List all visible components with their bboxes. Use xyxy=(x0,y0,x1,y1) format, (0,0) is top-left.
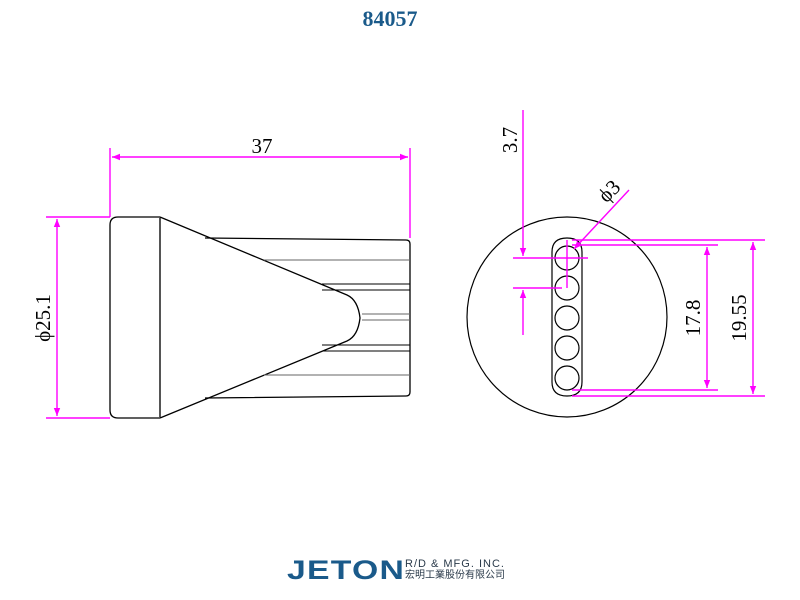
side-view xyxy=(109,216,411,419)
part-number-title: 84057 xyxy=(362,6,418,31)
hole-span-label: 17.8 xyxy=(681,300,705,337)
brand-subtitle-en: R/D & MFG. INC. xyxy=(405,558,505,570)
cap-outline xyxy=(109,216,160,419)
brand-wordmark: JETON xyxy=(287,554,406,585)
brand-subtitle-zh: 宏明工業股份有限公司 xyxy=(405,570,505,581)
hole xyxy=(554,365,580,391)
end-view-dimensions xyxy=(513,110,765,397)
body-outline xyxy=(204,237,411,399)
company-logo: JETON R/D & MFG. INC. 宏明工業股份有限公司 xyxy=(287,555,505,585)
side-view-dimensions xyxy=(46,148,411,419)
length-dimension-label: 37 xyxy=(252,134,273,158)
slot-length-label: 19.55 xyxy=(727,294,751,341)
diameter-dimension-label: ϕ25.1 xyxy=(31,294,55,342)
body-grooves xyxy=(264,259,410,376)
hole-diameter-label: ϕ3 xyxy=(593,175,625,207)
hole-slot-outline xyxy=(551,237,583,397)
cone-outline xyxy=(159,216,361,419)
hole xyxy=(554,335,580,361)
end-view-outer-circle xyxy=(466,216,668,418)
hole xyxy=(554,305,580,331)
hole-offset-label: 3.7 xyxy=(498,127,522,153)
